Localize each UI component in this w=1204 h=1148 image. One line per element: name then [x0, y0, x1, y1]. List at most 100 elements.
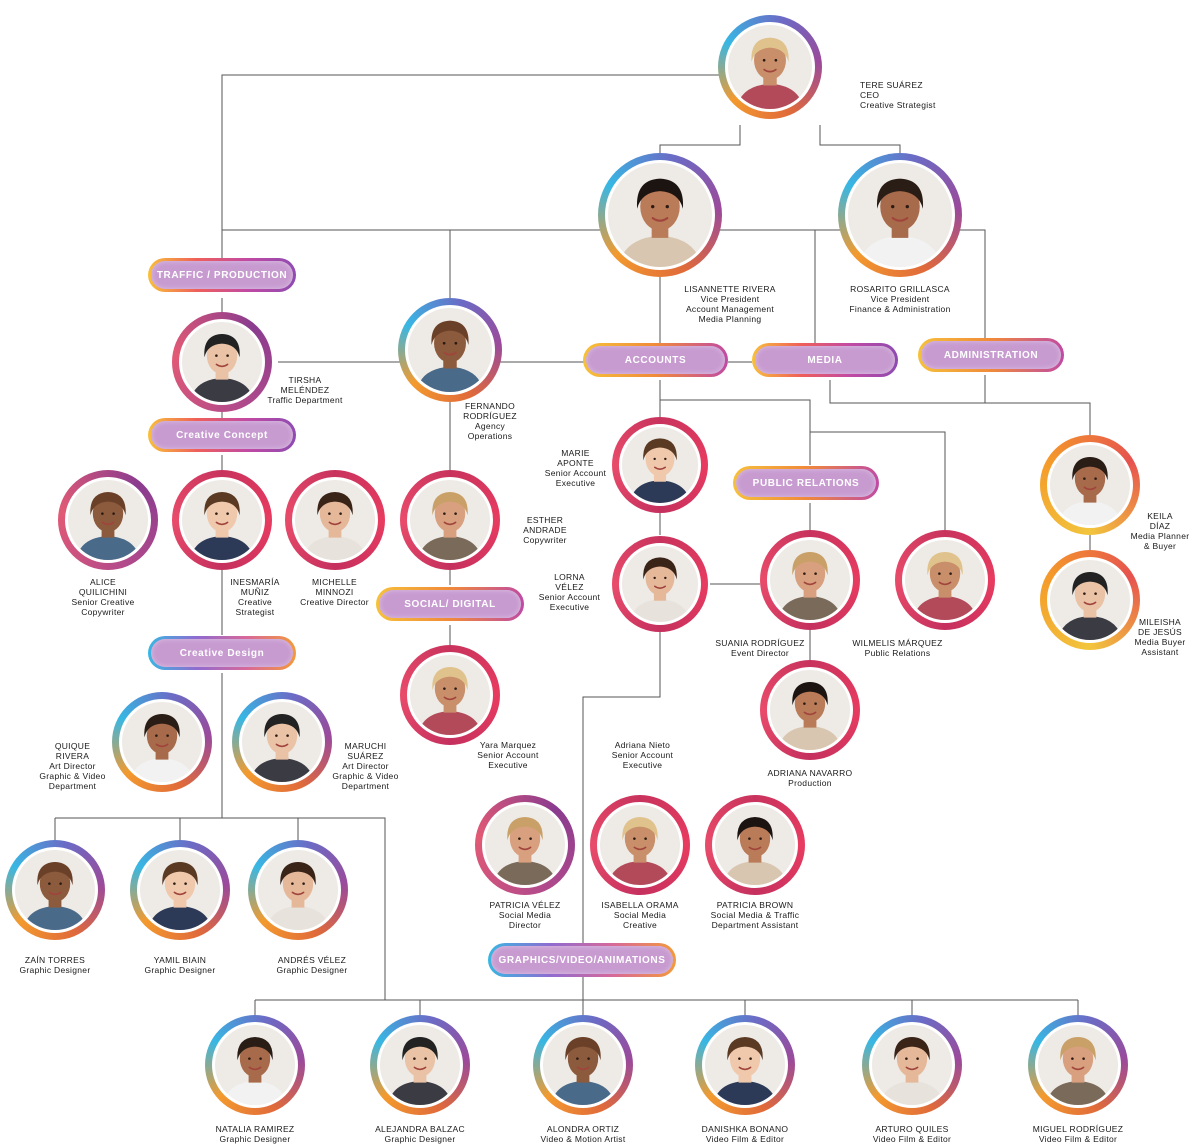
avatar-ring-zain — [5, 840, 105, 940]
avatar-ring-alice — [58, 470, 158, 570]
avatar-photo-patricia-brown — [712, 802, 798, 888]
avatar-photo-andres — [255, 847, 341, 933]
label-andres: ANDRÉS VÉLEZ Graphic Designer — [276, 955, 348, 975]
label-esther: ESTHER ANDRADE Copywriter — [523, 515, 567, 545]
label-marie: MARIE APONTE Senior Account Executive — [544, 448, 607, 488]
avatar-photo-maruchi — [239, 699, 325, 785]
avatar-ring-danishka — [695, 1015, 795, 1115]
label-danishka: DANISHKA BONANO Video Film & Editor — [701, 1124, 789, 1144]
avatar-ring-lisannette — [598, 153, 722, 277]
avatar-photo-zain — [12, 847, 98, 933]
label-isabella: ISABELLA ORAMA Social Media Creative — [601, 900, 679, 930]
avatar-ring-quique — [112, 692, 212, 792]
avatar-ring-arturo — [862, 1015, 962, 1115]
label-alice: ALICE QUILICHINI Senior Creative Copywri… — [71, 577, 135, 617]
avatar-photo-quique — [119, 699, 205, 785]
avatar-ring-natalia — [205, 1015, 305, 1115]
avatar-ring-michelle — [285, 470, 385, 570]
label-wilmelis: WILMELIS MÁRQUEZ Public Relations — [852, 638, 943, 658]
label-tere: TERE SUÁREZ CEO Creative Strategist — [860, 80, 936, 110]
label-patricia-velez: PATRICIA VÉLEZ Social Media Director — [489, 900, 561, 930]
avatar-ring-rosarito — [838, 153, 962, 277]
avatar-photo-rosarito — [845, 160, 955, 270]
label-inesmaria: INESMARÍA MUÑIZ Creative Strategist — [230, 577, 280, 617]
avatar-photo-alice — [65, 477, 151, 563]
label-mileisha: MILEISHA DE JESÚS Media Buyer Assistant — [1134, 617, 1186, 657]
label-lorna: LORNA VÉLEZ Senior Account Executive — [538, 572, 601, 612]
media-pill: MEDIA — [752, 343, 898, 377]
avatar-photo-esther — [407, 477, 493, 563]
avatar-photo-yamil — [137, 847, 223, 933]
avatar-photo-fernando — [405, 305, 495, 395]
label-suania: SUANIA RODRÍGUEZ Event Director — [715, 638, 805, 658]
label-fernando: FERNANDO RODRÍGUEZ Agency Operations — [463, 401, 517, 441]
avatar-photo-isabella — [597, 802, 683, 888]
label-alondra: ALONDRA ORTIZ Video & Motion Artist — [540, 1124, 626, 1144]
creative-design-pill: Creative Design — [148, 636, 296, 670]
public-relations-pill: PUBLIC RELATIONS — [733, 466, 879, 500]
avatar-ring-marie — [612, 417, 708, 513]
label-miguel: MIGUEL RODRÍGUEZ Video Film & Editor — [1032, 1124, 1124, 1144]
label-zain: ZAÍN TORRES Graphic Designer — [19, 955, 91, 975]
avatar-ring-tere — [718, 15, 822, 119]
avatar-ring-patricia-brown — [705, 795, 805, 895]
avatar-ring-fernando — [398, 298, 502, 402]
accounts-pill: ACCOUNTS — [583, 343, 728, 377]
avatar-ring-yara — [400, 645, 500, 745]
label-natalia: NATALIA RAMIREZ Graphic Designer — [215, 1124, 295, 1144]
avatar-photo-suania — [767, 537, 853, 623]
avatar-ring-keila — [1040, 435, 1140, 535]
avatar-photo-wilmelis — [902, 537, 988, 623]
label-tirsha: TIRSHA MELÉNDEZ Traffic Department — [267, 375, 343, 405]
avatar-photo-lorna — [619, 543, 701, 625]
social-digital-pill: SOCIAL/ DIGITAL — [376, 587, 524, 621]
avatar-ring-suania — [760, 530, 860, 630]
avatar-photo-inesmaria — [179, 477, 265, 563]
label-michelle: MICHELLE MINNOZI Creative Director — [300, 577, 369, 607]
avatar-photo-tirsha — [179, 319, 265, 405]
avatar-ring-andres — [248, 840, 348, 940]
avatar-ring-adriana-navarro — [760, 660, 860, 760]
avatar-photo-mileisha — [1047, 557, 1133, 643]
avatar-photo-arturo — [869, 1022, 955, 1108]
traffic-production-pill: TRAFFIC / PRODUCTION — [148, 258, 296, 292]
label-patricia-brown: PATRICIA BROWN Social Media & Traffic De… — [710, 900, 800, 930]
graphics-video-animations-pill: GRAPHICS/VIDEO/ANIMATIONS — [488, 943, 676, 977]
avatar-photo-alejandra — [377, 1022, 463, 1108]
avatar-photo-alondra — [540, 1022, 626, 1108]
avatar-ring-alondra — [533, 1015, 633, 1115]
avatar-photo-adriana-navarro — [767, 667, 853, 753]
label-adriana-nieto: Adriana Nieto Senior Account Executive — [611, 740, 674, 770]
label-rosarito: ROSARITO GRILLASCA Vice President Financ… — [849, 284, 951, 314]
avatar-ring-lorna — [612, 536, 708, 632]
avatar-photo-tere — [725, 22, 815, 112]
avatar-photo-miguel — [1035, 1022, 1121, 1108]
avatar-ring-alejandra — [370, 1015, 470, 1115]
label-keila: KEILA DÍAZ Media Planner & Buyer — [1130, 511, 1190, 551]
avatar-ring-miguel — [1028, 1015, 1128, 1115]
label-maruchi: MARUCHI SUÁREZ Art Director Graphic & Vi… — [332, 741, 399, 791]
avatar-ring-isabella — [590, 795, 690, 895]
avatar-ring-tirsha — [172, 312, 272, 412]
creative-concept-pill: Creative Concept — [148, 418, 296, 452]
avatar-photo-marie — [619, 424, 701, 506]
label-adriana-navarro: ADRIANA NAVARRO Production — [767, 768, 853, 788]
avatar-ring-yamil — [130, 840, 230, 940]
avatar-ring-patricia-velez — [475, 795, 575, 895]
avatar-photo-michelle — [292, 477, 378, 563]
label-yara: Yara Marquez Senior Account Executive — [477, 740, 539, 770]
avatar-ring-maruchi — [232, 692, 332, 792]
label-arturo: ARTURO QUILES Video Film & Editor — [872, 1124, 952, 1144]
label-alejandra: ALEJANDRA BALZAC Graphic Designer — [375, 1124, 465, 1144]
label-quique: QUIQUE RIVERA Art Director Graphic & Vid… — [39, 741, 106, 791]
avatar-photo-keila — [1047, 442, 1133, 528]
label-yamil: YAMIL BIAIN Graphic Designer — [144, 955, 216, 975]
avatar-photo-yara — [407, 652, 493, 738]
avatar-ring-wilmelis — [895, 530, 995, 630]
avatar-ring-inesmaria — [172, 470, 272, 570]
avatar-photo-patricia-velez — [482, 802, 568, 888]
avatar-ring-mileisha — [1040, 550, 1140, 650]
avatar-photo-natalia — [212, 1022, 298, 1108]
